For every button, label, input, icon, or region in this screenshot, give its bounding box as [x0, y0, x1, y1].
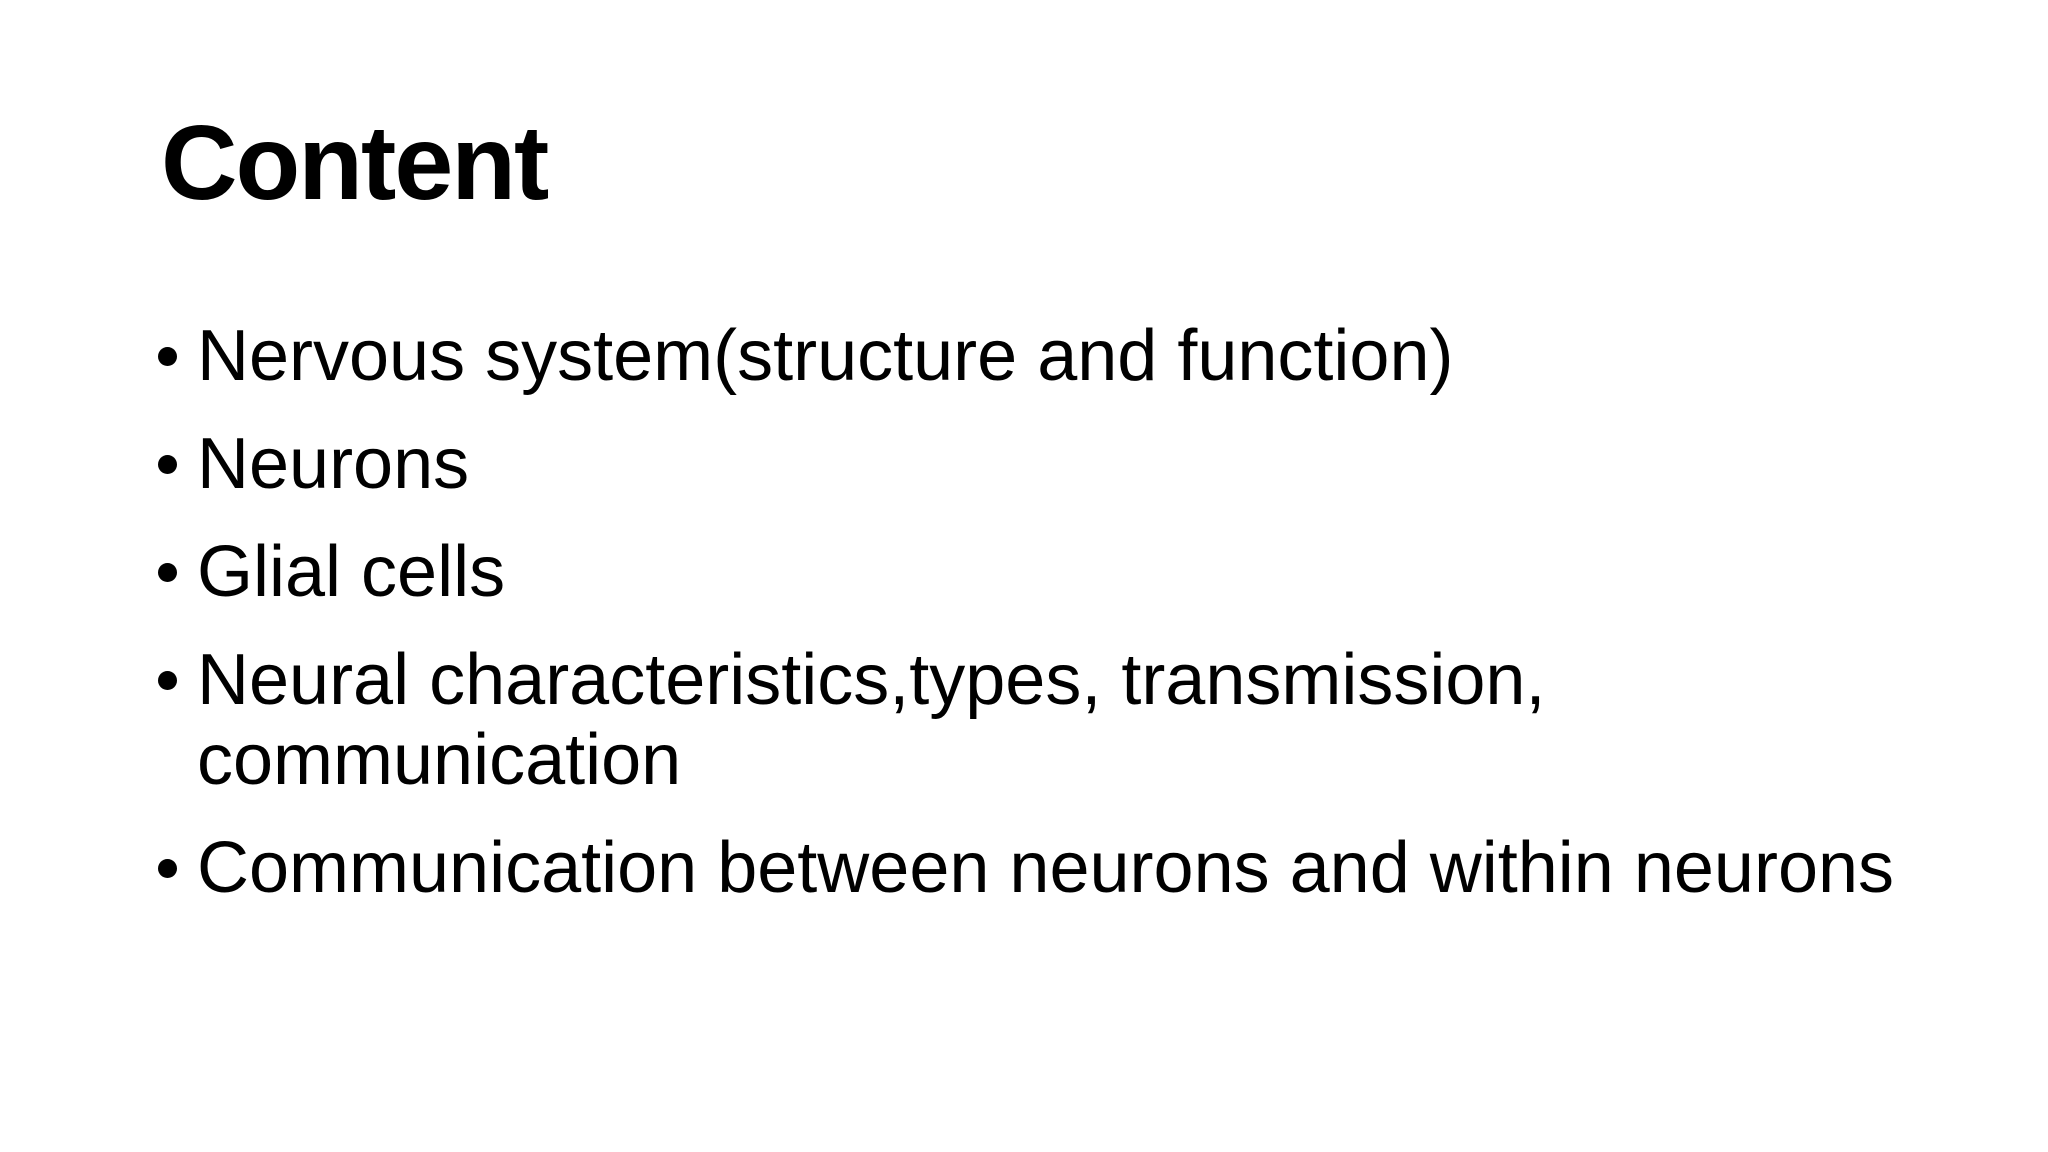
bullet-text: Glial cells	[197, 532, 506, 612]
bullet-icon	[158, 859, 177, 878]
bullet-icon	[158, 671, 177, 690]
bullet-text: Nervous system(structure and function)	[197, 316, 1454, 396]
bullet-icon	[158, 563, 177, 582]
bullet-item-neural-characteristics: Neural characteristics,types, transmissi…	[156, 640, 1956, 800]
bullet-icon	[158, 347, 177, 366]
slide-title: Content	[161, 104, 549, 222]
bullet-item-glial-cells: Glial cells	[156, 532, 1956, 612]
bullet-item-communication: Communication between neurons and within…	[156, 828, 1956, 908]
bullet-item-nervous-system: Nervous system(structure and function)	[156, 316, 1956, 396]
bullet-item-neurons: Neurons	[156, 424, 1956, 504]
bullet-text: Neurons	[197, 424, 470, 504]
bullet-list: Nervous system(structure and function) N…	[156, 316, 1956, 936]
bullet-icon	[158, 455, 177, 474]
bullet-text: Communication between neurons and within…	[197, 828, 1895, 908]
bullet-text: Neural characteristics,types, transmissi…	[197, 640, 1546, 800]
